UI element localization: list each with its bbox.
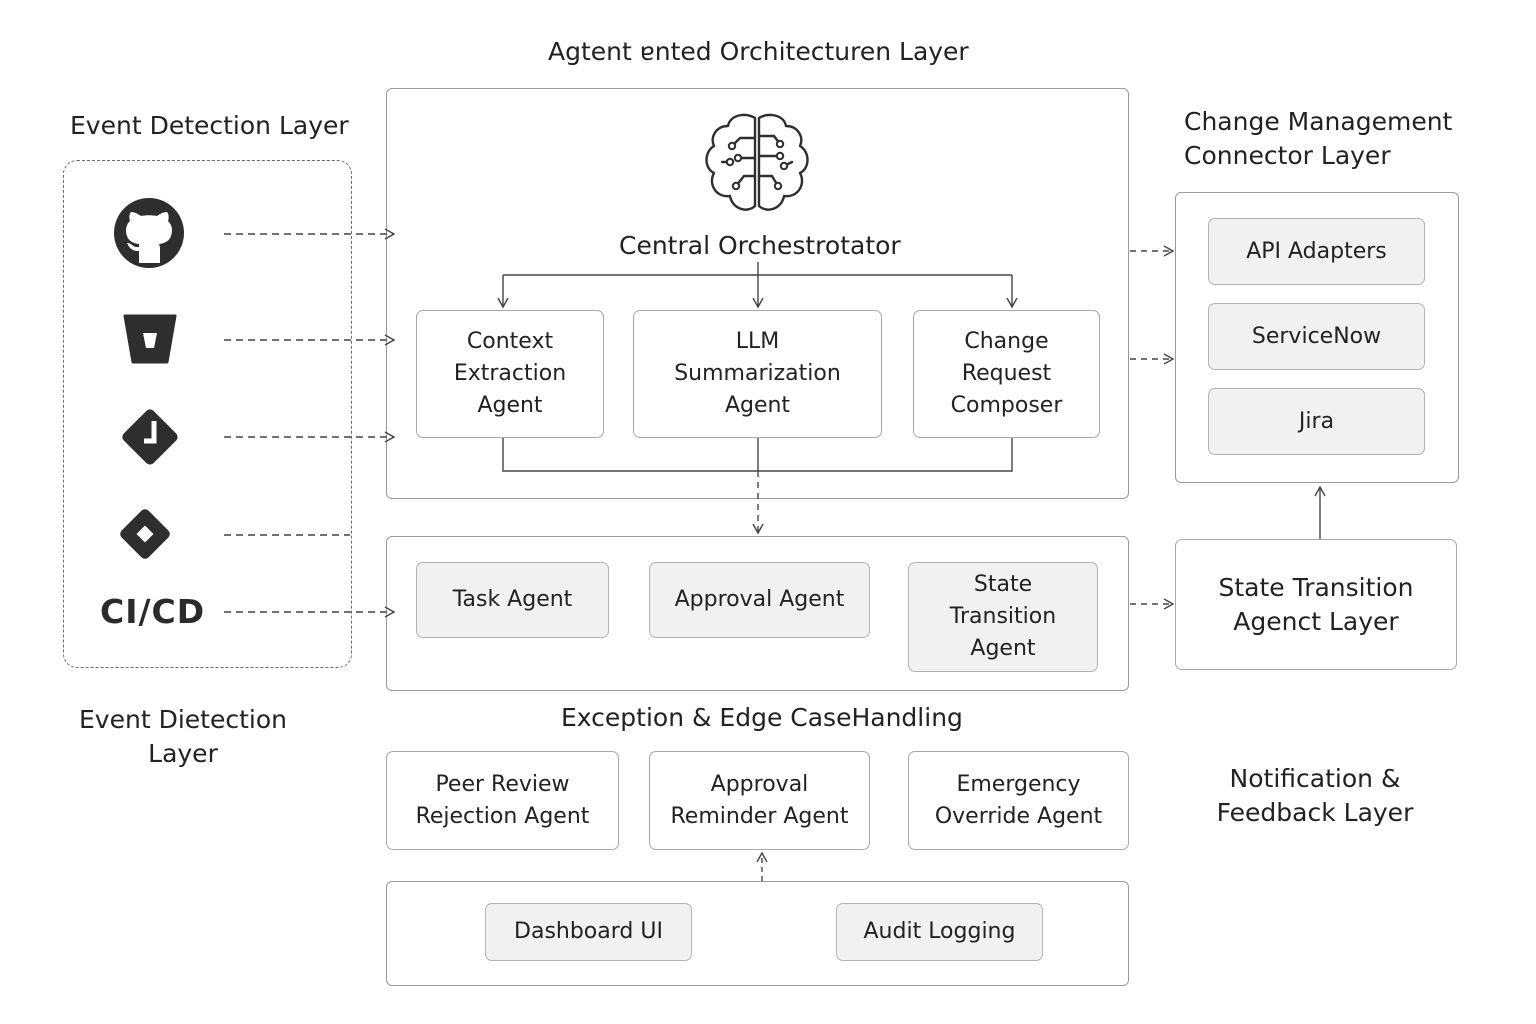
audit-logging[interactable]: Audit Logging — [836, 903, 1043, 961]
cicd-label: CI/CD — [100, 592, 206, 631]
brain-circuit-icon — [705, 113, 809, 211]
event-detection-title: Event Detection Layer — [70, 111, 349, 140]
servicenow-connector[interactable]: ServiceNow — [1208, 303, 1425, 370]
state-transition-layer[interactable]: State Transition Agenct Layer — [1175, 539, 1457, 670]
api-adapters[interactable]: API Adapters — [1208, 218, 1425, 285]
event-sources-panel — [63, 160, 352, 668]
bitbucket-icon — [123, 314, 177, 364]
approval-reminder-agent[interactable]: Approval Reminder Agent — [649, 751, 870, 850]
task-agent[interactable]: Task Agent — [416, 562, 609, 638]
jira-connector[interactable]: Jira — [1208, 388, 1425, 455]
state-transition-agent[interactable]: State Transition Agent — [908, 562, 1098, 672]
event-detection-bottom-title: Event Dietection Layer — [79, 705, 287, 768]
notification-title: Notification & Feedback Layer — [1216, 764, 1414, 827]
orchestrator-label: Central Orchestrotator — [619, 231, 901, 260]
architecture-title: Agtent ɐnted Orchitecturen Layer — [548, 37, 969, 66]
jira-icon — [122, 409, 178, 465]
diamond-icon — [120, 509, 170, 559]
llm-summarization-agent[interactable]: LLM Summarization Agent — [633, 310, 882, 438]
change-management-title: Change Management Connector Layer — [1184, 107, 1453, 170]
exception-handling-title: Exception & Edge CaseHandling — [561, 703, 963, 732]
approval-agent[interactable]: Approval Agent — [649, 562, 870, 638]
change-request-composer[interactable]: Change Request Composer — [913, 310, 1100, 438]
peer-review-rejection-agent[interactable]: Peer Review Rejection Agent — [386, 751, 619, 850]
emergency-override-agent[interactable]: Emergency Override Agent — [908, 751, 1129, 850]
dashboard-ui[interactable]: Dashboard UI — [485, 903, 692, 961]
context-extraction-agent[interactable]: Context Extraction Agent — [416, 310, 604, 438]
github-icon — [114, 198, 184, 268]
